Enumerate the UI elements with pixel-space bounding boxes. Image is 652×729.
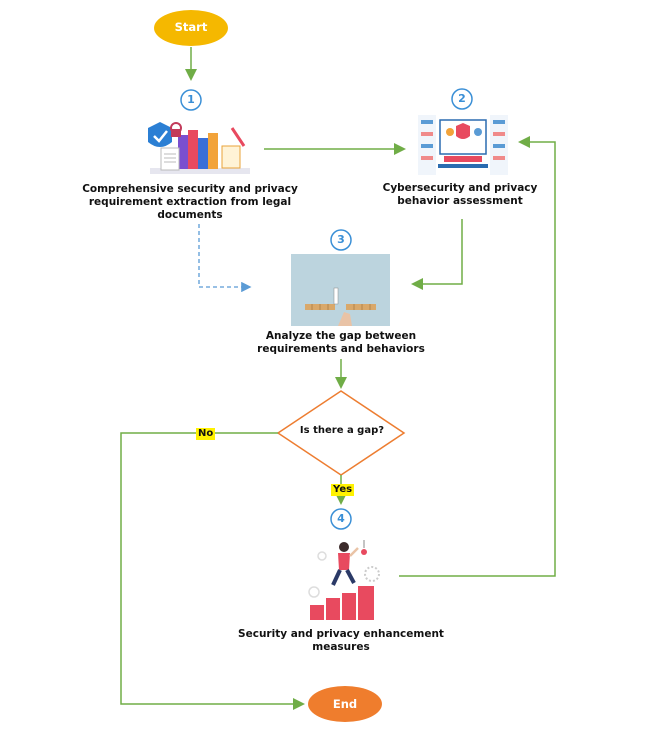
arrow-decision-no-to-end <box>120 432 305 710</box>
step-2-circle <box>451 88 473 110</box>
growth-steps-icon <box>308 540 380 620</box>
start-node <box>154 10 228 46</box>
start-label: Start <box>174 20 208 34</box>
gap-blocks-icon <box>291 254 390 326</box>
step-4-label: Security and privacy enhancement measure… <box>238 628 444 653</box>
security-dashboard-icon <box>418 115 508 175</box>
end-node <box>308 686 382 722</box>
decision-label: Is there a gap? <box>299 425 385 436</box>
step-1-number: 1 <box>187 93 195 106</box>
legal-documents-icon <box>148 122 250 174</box>
step-2-number: 2 <box>458 92 466 105</box>
step-1-label: Comprehensive security and privacy requi… <box>82 183 298 221</box>
step-3-label: Analyze the gap between requirements and… <box>257 330 425 355</box>
step-4-number: 4 <box>337 512 345 525</box>
arrow-1-to-3-dashed <box>198 224 252 293</box>
arrow-2-to-3 <box>411 219 463 290</box>
step-1-circle <box>180 89 202 111</box>
step-4-circle <box>330 508 352 530</box>
end-label: End <box>332 697 358 711</box>
step-3-circle <box>330 229 352 251</box>
yes-edge-label: Yes <box>331 484 355 496</box>
step-3-number: 3 <box>337 233 345 246</box>
no-edge-label: No <box>196 428 216 440</box>
step-2-label: Cybersecurity and privacy behavior asses… <box>382 182 538 207</box>
arrow-4-loop-to-2 <box>399 136 556 577</box>
